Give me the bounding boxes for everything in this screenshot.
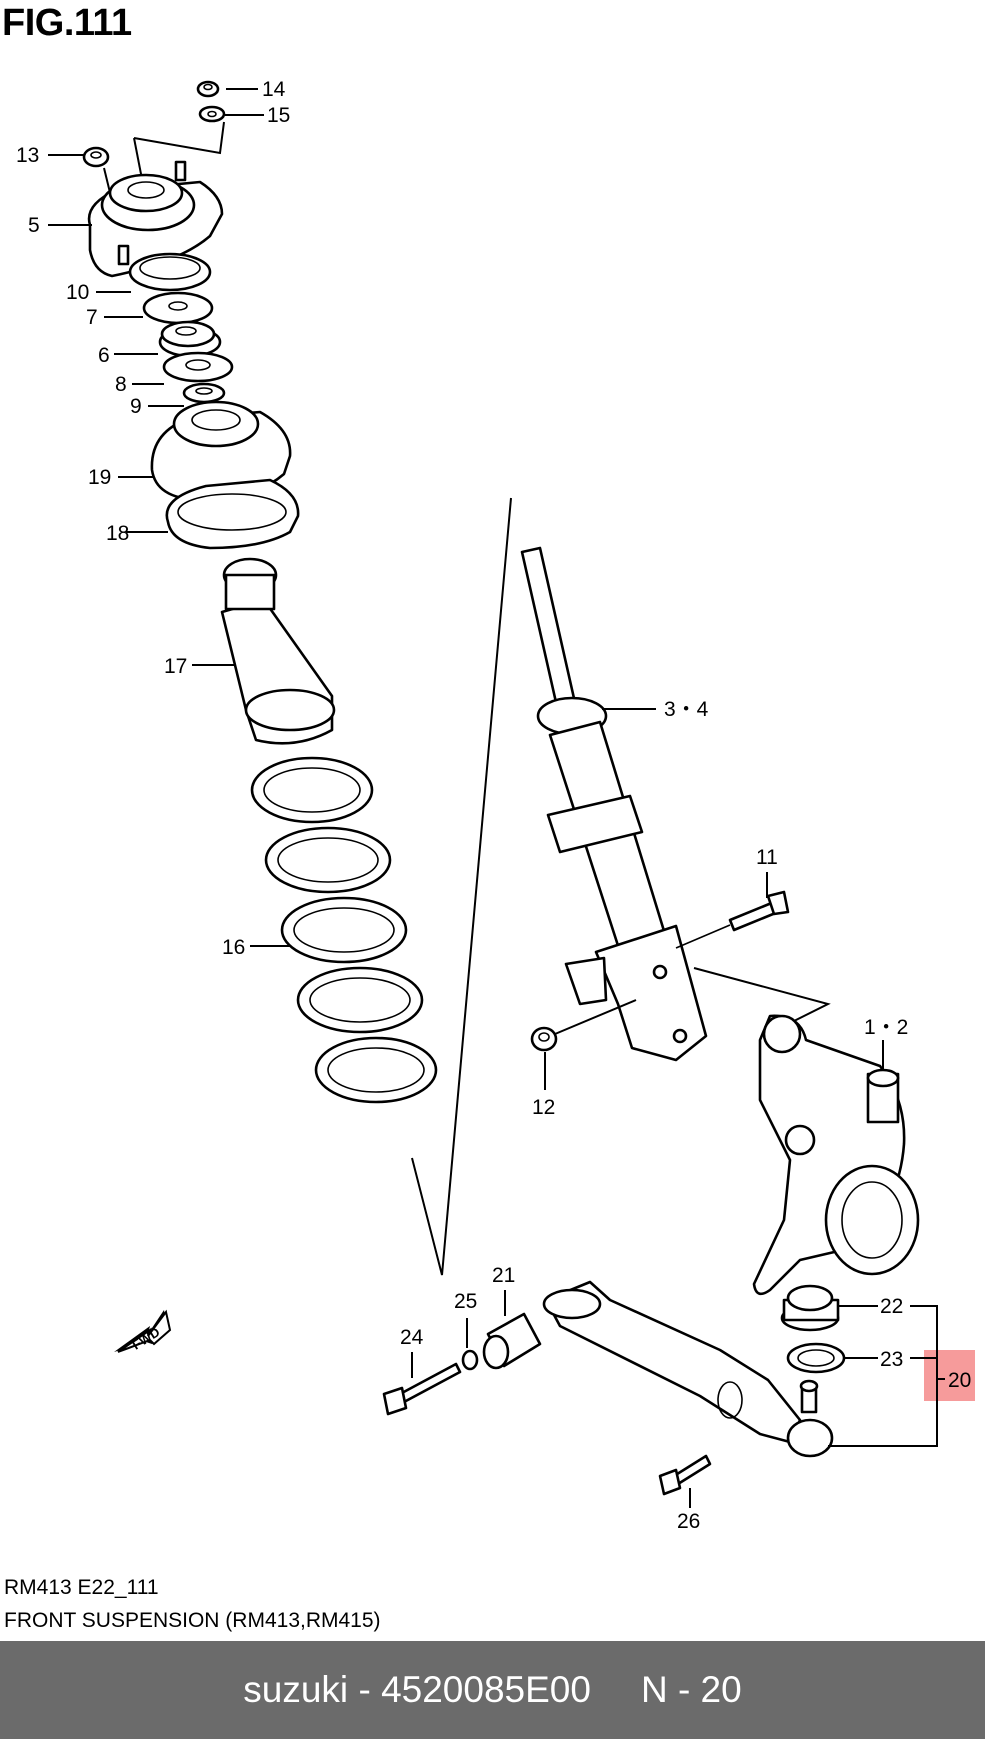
callout-3-4[interactable]: 3・4	[664, 698, 709, 721]
part-lower-control-arm[interactable]	[542, 1280, 802, 1444]
part-25-washer[interactable]	[461, 1349, 479, 1371]
callout-7[interactable]: 7	[86, 306, 98, 329]
part-26-bolt[interactable]	[658, 1454, 712, 1496]
part-12-nut[interactable]	[530, 1026, 558, 1052]
callout-23[interactable]: 23	[880, 1348, 903, 1371]
model-code: RM413 E22_111	[4, 1576, 159, 1599]
part-3-4-strut[interactable]	[520, 546, 708, 1062]
part-17-boot[interactable]	[220, 557, 336, 745]
callout-21[interactable]: 21	[492, 1264, 515, 1287]
callout-5[interactable]: 5	[28, 214, 40, 237]
callout-18[interactable]: 18	[106, 522, 129, 545]
callout-26[interactable]: 26	[677, 1510, 700, 1533]
callout-25[interactable]: 25	[454, 1290, 477, 1313]
callout-16[interactable]: 16	[222, 936, 245, 959]
callout-10[interactable]: 10	[66, 281, 89, 304]
part-20-ball-joint[interactable]	[786, 1379, 834, 1458]
part-11-bolt[interactable]	[675, 890, 790, 949]
part-24-bolt[interactable]	[382, 1362, 462, 1416]
callout-22[interactable]: 22	[880, 1295, 903, 1318]
part-10-ring[interactable]	[128, 252, 212, 292]
part-8-washer[interactable]	[162, 351, 234, 383]
callout-12[interactable]: 12	[532, 1096, 555, 1119]
part-6-bearing[interactable]	[158, 320, 222, 358]
part-18-insulator[interactable]	[165, 478, 300, 550]
part-19-spring-seat[interactable]	[150, 400, 292, 502]
parts-diagram: 14 15 13 5 10 7 6 8 9 19 18 17 16 3・4 11…	[16, 78, 975, 1533]
part-9-nut[interactable]	[182, 382, 226, 404]
part-5-strut-mount[interactable]	[87, 160, 224, 278]
footer-bar: suzuki - 4520085E00 N - 20	[0, 1641, 985, 1739]
fwd-arrow-icon: FWD	[114, 1309, 172, 1353]
part-7-plate[interactable]	[142, 291, 214, 325]
part-23-clip[interactable]	[786, 1342, 846, 1374]
callout-9[interactable]: 9	[130, 395, 142, 418]
callout-8[interactable]: 8	[115, 373, 127, 396]
footer-part-number: 4520085E00	[381, 1669, 591, 1710]
callout-15[interactable]: 15	[267, 104, 290, 127]
callout-20[interactable]: 20	[948, 1369, 971, 1392]
callout-19[interactable]: 19	[88, 466, 111, 489]
callout-11[interactable]: 11	[756, 846, 778, 869]
part-1-2-knuckle[interactable]	[752, 1014, 920, 1296]
part-15-washer[interactable]	[198, 105, 226, 123]
part-13-nut[interactable]	[82, 146, 110, 168]
callout-13[interactable]: 13	[16, 144, 39, 167]
part-22-dust-boot[interactable]	[780, 1284, 840, 1332]
callout-6[interactable]: 6	[98, 344, 110, 367]
callout-14[interactable]: 14	[262, 78, 286, 101]
callout-24[interactable]: 24	[400, 1326, 424, 1349]
footer-page: N - 20	[640, 1669, 742, 1710]
part-21-bushing[interactable]	[482, 1312, 542, 1370]
section-title: FRONT SUSPENSION (RM413,RM415)	[4, 1609, 381, 1632]
callout-17[interactable]: 17	[164, 655, 187, 678]
footer-brand: suzuki	[243, 1669, 349, 1710]
figure-title: FIG.111	[2, 2, 132, 44]
callout-1-2[interactable]: 1・2	[864, 1016, 908, 1039]
footer-separator: -	[348, 1669, 382, 1710]
part-14-nut[interactable]	[196, 80, 220, 98]
part-16-coil-spring[interactable]	[250, 756, 438, 1104]
